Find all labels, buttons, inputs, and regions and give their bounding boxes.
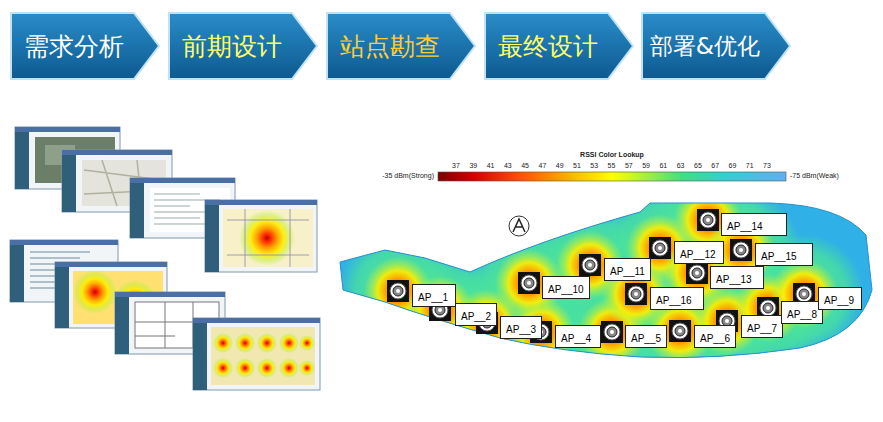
process-chevron: 部署&优化 bbox=[641, 12, 791, 80]
scale-title: RSSI Color Lookup bbox=[580, 151, 644, 159]
ap-name: AP__9 bbox=[824, 295, 854, 306]
scale-tick: 45 bbox=[521, 162, 529, 170]
scale-tick: 39 bbox=[469, 162, 477, 170]
ap-name: AP__8 bbox=[787, 309, 817, 320]
process-chevron: 前期设计 bbox=[168, 12, 318, 80]
scale-tick: 63 bbox=[677, 162, 685, 170]
scale-tick: 61 bbox=[659, 162, 667, 170]
scale-tick: 43 bbox=[504, 162, 512, 170]
scale-tick: 65 bbox=[694, 162, 702, 170]
ap-name: AP__15 bbox=[761, 251, 797, 262]
ap-label-box: AP__12 bbox=[674, 241, 724, 264]
ap-label-box: AP__5 bbox=[625, 325, 667, 348]
process-chevron: 需求分析 bbox=[10, 12, 160, 80]
chevron-outline bbox=[327, 13, 475, 79]
chevron-outline bbox=[642, 13, 790, 79]
scale-tick: 73 bbox=[763, 162, 771, 170]
text-holder: 最终设计 bbox=[484, 12, 612, 80]
ap-label-box: AP__7 bbox=[741, 315, 783, 338]
ap-label-box: AP__13 bbox=[710, 266, 764, 289]
step-label: 最终设计 bbox=[498, 30, 598, 63]
ap-name: AP__14 bbox=[727, 221, 763, 232]
process-chevron: 站点勘查 bbox=[326, 12, 476, 80]
chevron-outline bbox=[485, 13, 633, 79]
ap-name: AP__3 bbox=[506, 324, 536, 335]
ap-name: AP__5 bbox=[631, 333, 661, 344]
process-chevron: 最终设计 bbox=[484, 12, 634, 80]
ap-label-box: AP__11 bbox=[604, 258, 651, 281]
ap-label-box: AP__9 bbox=[818, 287, 862, 310]
scale-end-label: -75 dBm(Weak) bbox=[790, 172, 839, 180]
step-label: 前期设计 bbox=[182, 30, 282, 63]
ap-label-box: AP__8 bbox=[781, 301, 823, 324]
ap-label-box: AP__1 bbox=[412, 284, 456, 307]
ap-label-box: AP__3 bbox=[500, 316, 542, 339]
ap-name: AP__2 bbox=[461, 311, 491, 322]
text-holder: 站点勘查 bbox=[326, 12, 454, 80]
step-label: 站点勘查 bbox=[340, 30, 440, 63]
scale-tick: 57 bbox=[625, 162, 633, 170]
ap-name: AP__13 bbox=[716, 274, 752, 285]
text-holder: 部署&优化 bbox=[641, 12, 769, 80]
text-holder: 需求分析 bbox=[10, 12, 138, 80]
scale-tick: 53 bbox=[590, 162, 598, 170]
ap-label-box: AP__2 bbox=[455, 303, 497, 326]
step-label: 需求分析 bbox=[24, 30, 124, 63]
step-label: 部署&优化 bbox=[650, 30, 760, 62]
ap-name: AP__7 bbox=[747, 323, 777, 334]
scale-tick: 69 bbox=[729, 162, 737, 170]
ap-label-box: AP__14 bbox=[721, 213, 787, 236]
scale-tick: 59 bbox=[642, 162, 650, 170]
text-holder: 前期设计 bbox=[168, 12, 296, 80]
ap-name: AP__12 bbox=[680, 249, 716, 260]
scale-tick: 55 bbox=[608, 162, 616, 170]
chevron-outline bbox=[11, 13, 159, 79]
scale-tick: 51 bbox=[573, 162, 581, 170]
scale-end-label: -35 dBm(Strong) bbox=[382, 172, 434, 180]
scale-tick: 47 bbox=[538, 162, 546, 170]
scale-tick: 37 bbox=[452, 162, 460, 170]
ap-label-box: AP__10 bbox=[542, 276, 590, 299]
ap-name: AP__4 bbox=[561, 333, 591, 344]
ap-label-box: AP__15 bbox=[755, 243, 813, 266]
scale-tick: 41 bbox=[487, 162, 495, 170]
ap-label-box: AP__4 bbox=[555, 325, 601, 348]
ap-name: AP__1 bbox=[418, 292, 448, 303]
ap-name: AP__10 bbox=[548, 284, 584, 295]
scale-tick: 49 bbox=[556, 162, 564, 170]
chevron-outline bbox=[169, 13, 317, 79]
ap-name: AP__16 bbox=[656, 295, 692, 306]
scale-tick: 71 bbox=[746, 162, 754, 170]
scale-tick: 67 bbox=[711, 162, 719, 170]
ap-name: AP__11 bbox=[610, 266, 645, 277]
ap-label-box: AP__16 bbox=[650, 287, 704, 310]
ap-name: AP__6 bbox=[700, 333, 730, 344]
ap-label-box: AP__6 bbox=[694, 325, 736, 348]
